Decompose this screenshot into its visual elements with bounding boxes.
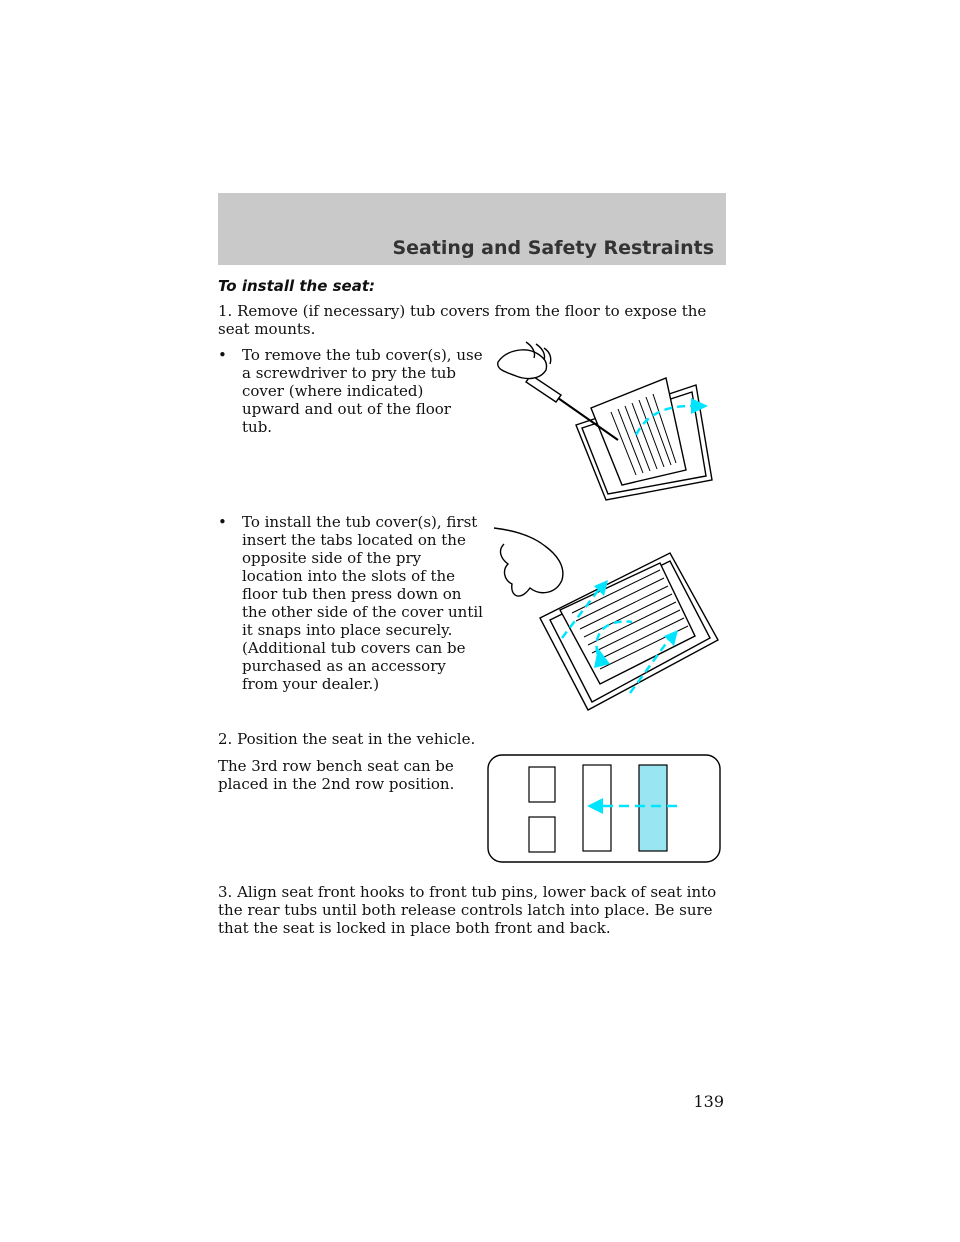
screwdriver-handle bbox=[525, 374, 562, 403]
bullet-install-text: To install the tub cover(s), first inser… bbox=[242, 513, 483, 693]
tub-cover bbox=[559, 562, 696, 685]
move-seat-arrowhead bbox=[587, 798, 603, 814]
hand bbox=[497, 349, 548, 380]
seat-position-diagram bbox=[487, 754, 721, 863]
install-tub-cover-illustration bbox=[493, 527, 719, 711]
remove-tub-cover-illustration bbox=[497, 341, 713, 501]
section-title: Seating and Safety Restraints bbox=[392, 237, 714, 259]
bullet-marker: • bbox=[218, 513, 227, 531]
bullet-remove-tub-cover: • To remove the tub cover(s), use a scre… bbox=[218, 346, 483, 436]
press-direction-arrows bbox=[561, 587, 672, 694]
bullet-install-tub-cover: • To install the tub cover(s), first ins… bbox=[218, 513, 483, 693]
hand bbox=[493, 527, 564, 597]
bullet-remove-text: To remove the tub cover(s), use a screwd… bbox=[242, 346, 483, 436]
install-seat-heading: To install the seat: bbox=[218, 277, 376, 295]
lift-direction-arrow bbox=[634, 404, 692, 436]
front-left-seat bbox=[528, 766, 556, 803]
step-1-text: 1. Remove (if necessary) tub covers from… bbox=[218, 302, 707, 338]
step-2-text: 2. Position the seat in the vehicle. bbox=[218, 730, 476, 748]
screwdriver-shaft bbox=[557, 397, 619, 441]
third-row-bench-seat bbox=[638, 764, 668, 852]
bench-seat-note: The 3rd row bench seat can be placed in … bbox=[218, 757, 455, 793]
step-3-text: 3. Align seat front hooks to front tub p… bbox=[218, 883, 717, 937]
page-number: 139 bbox=[693, 1092, 724, 1111]
tub-cover-ribs bbox=[610, 393, 677, 476]
front-right-seat bbox=[528, 816, 556, 853]
bullet-marker: • bbox=[218, 346, 227, 364]
section-header-band: Seating and Safety Restraints bbox=[218, 193, 726, 265]
